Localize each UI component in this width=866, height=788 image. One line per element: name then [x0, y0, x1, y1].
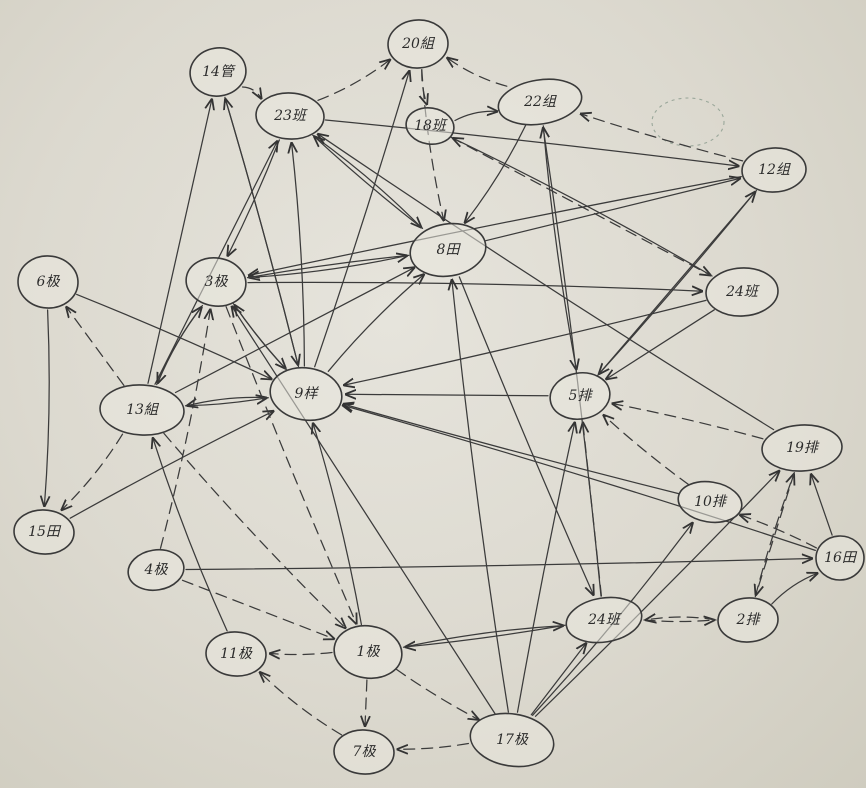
node-n7: 7极 [333, 728, 395, 775]
node-n4: 4极 [125, 546, 187, 594]
edge-n1-to-n17 [396, 669, 478, 719]
edge-n17-to-n24b [531, 644, 586, 715]
edge-n18-to-n22 [455, 111, 497, 120]
node-n22: 22组 [495, 74, 585, 131]
node-n15: 15田 [13, 508, 75, 555]
edge-n1-to-n7 [365, 680, 367, 726]
node-label: 8田 [437, 242, 462, 258]
edge-n1-to-n11 [270, 653, 332, 655]
edge-n9-to-n23 [292, 143, 305, 366]
edge-n13-to-n3 [157, 307, 202, 384]
edge-n14-to-n23 [243, 87, 262, 98]
node-n9: 9样 [266, 363, 345, 426]
node-label: 9样 [295, 386, 320, 402]
edge-n23-to-n20 [318, 60, 390, 101]
edge-n1-to-n24b [404, 626, 564, 648]
edge-n8-to-n12 [486, 178, 740, 240]
edge-n5-to-n9 [346, 394, 548, 396]
edge-n17-to-n19 [536, 471, 780, 716]
node-n3: 3极 [183, 254, 250, 311]
edge-n16-to-n9 [343, 405, 815, 550]
edge-n16-to-n19 [811, 474, 832, 535]
node-label: 2排 [736, 612, 762, 628]
edge-n12-to-n3 [249, 177, 741, 276]
nodes-layer: 14管 20組 23班 18班 22组 12组 6极 3极 8田 24班 13組 9样 5排 19排 15田… [13, 18, 865, 775]
edge-n24a-to-n5 [606, 310, 714, 379]
node-label: 22组 [523, 94, 557, 110]
node-label: 24班 [587, 612, 622, 628]
node-label: 14管 [202, 64, 236, 80]
edge-n13-to-n1 [164, 433, 346, 628]
node-n18: 18班 [403, 104, 456, 147]
edge-n3-to-n24a [248, 282, 702, 291]
node-n24a: 24班 [705, 266, 779, 318]
node-n19: 19排 [761, 423, 843, 473]
edge-n7-to-n11 [260, 672, 342, 735]
node-n24b: 24班 [563, 592, 645, 647]
edge-n13-to-n6 [67, 307, 124, 385]
node-n12: 12组 [741, 146, 807, 193]
edge-n8-to-n24b [459, 277, 593, 595]
edge-n24b-to-n1 [406, 625, 566, 647]
edge-n10-to-n9 [344, 404, 679, 494]
node-label: 17极 [496, 732, 529, 748]
node-n2: 2排 [717, 596, 779, 643]
node-label: 3极 [205, 274, 229, 290]
node-label: 1极 [357, 644, 381, 660]
edge-n8-to-n23 [314, 137, 422, 229]
node-label: 20組 [401, 36, 436, 52]
node-n1: 1极 [330, 621, 405, 683]
edge-n12-to-n22 [581, 114, 743, 161]
node-label: 13組 [126, 402, 160, 418]
node-n10: 10排 [675, 477, 744, 527]
edge-n9-to-n8 [328, 275, 424, 372]
node-n20: 20組 [387, 18, 449, 69]
edge-n2-to-n16 [772, 573, 818, 604]
edge-n24b-to-n2 [644, 620, 714, 622]
node-n23: 23班 [255, 91, 325, 140]
edge-n4-to-n16 [186, 559, 812, 570]
node-label: 5排 [569, 388, 594, 404]
edge-n17-to-n7 [398, 744, 469, 750]
edge-n22-to-n20 [447, 58, 506, 86]
node-label: 10排 [694, 494, 728, 510]
edge-n13-to-n14 [148, 100, 212, 384]
edge-n3-to-n1 [226, 307, 356, 624]
edge-n2-to-n24b [646, 617, 716, 620]
edge-n4-to-n1 [183, 580, 334, 639]
node-label: 6极 [37, 274, 61, 290]
node-label: 7极 [353, 744, 377, 760]
node-n17: 17极 [466, 708, 557, 773]
node-label: 19排 [786, 440, 820, 456]
node-n14: 14管 [187, 44, 250, 100]
node-label: 23班 [273, 108, 308, 124]
edge-n6-to-n9 [77, 294, 272, 379]
edge-n1-to-n9 [313, 424, 361, 625]
node-label: 24班 [725, 284, 760, 300]
node-label: 18班 [414, 118, 448, 134]
node-label: 16田 [824, 550, 858, 566]
edge-n19-to-n2 [756, 473, 794, 595]
edge-n13-to-n15 [62, 434, 123, 510]
node-n16: 16田 [815, 535, 865, 581]
edge-n23-to-n8 [313, 135, 421, 227]
edge-n10-to-n5 [604, 415, 689, 485]
edge-n9-to-n20 [315, 71, 410, 367]
node-label: 15田 [28, 524, 62, 540]
node-label: 11极 [220, 646, 253, 662]
node-label: 12组 [758, 162, 791, 178]
edge-n9-to-n13 [188, 397, 269, 405]
edge-n17-to-n8 [452, 280, 509, 712]
node-n6: 6极 [17, 254, 80, 309]
edge-n6-to-n15 [44, 310, 49, 506]
node-n11: 11极 [205, 630, 267, 677]
node-n13: 13組 [99, 383, 186, 437]
node-label: 4极 [144, 562, 169, 578]
